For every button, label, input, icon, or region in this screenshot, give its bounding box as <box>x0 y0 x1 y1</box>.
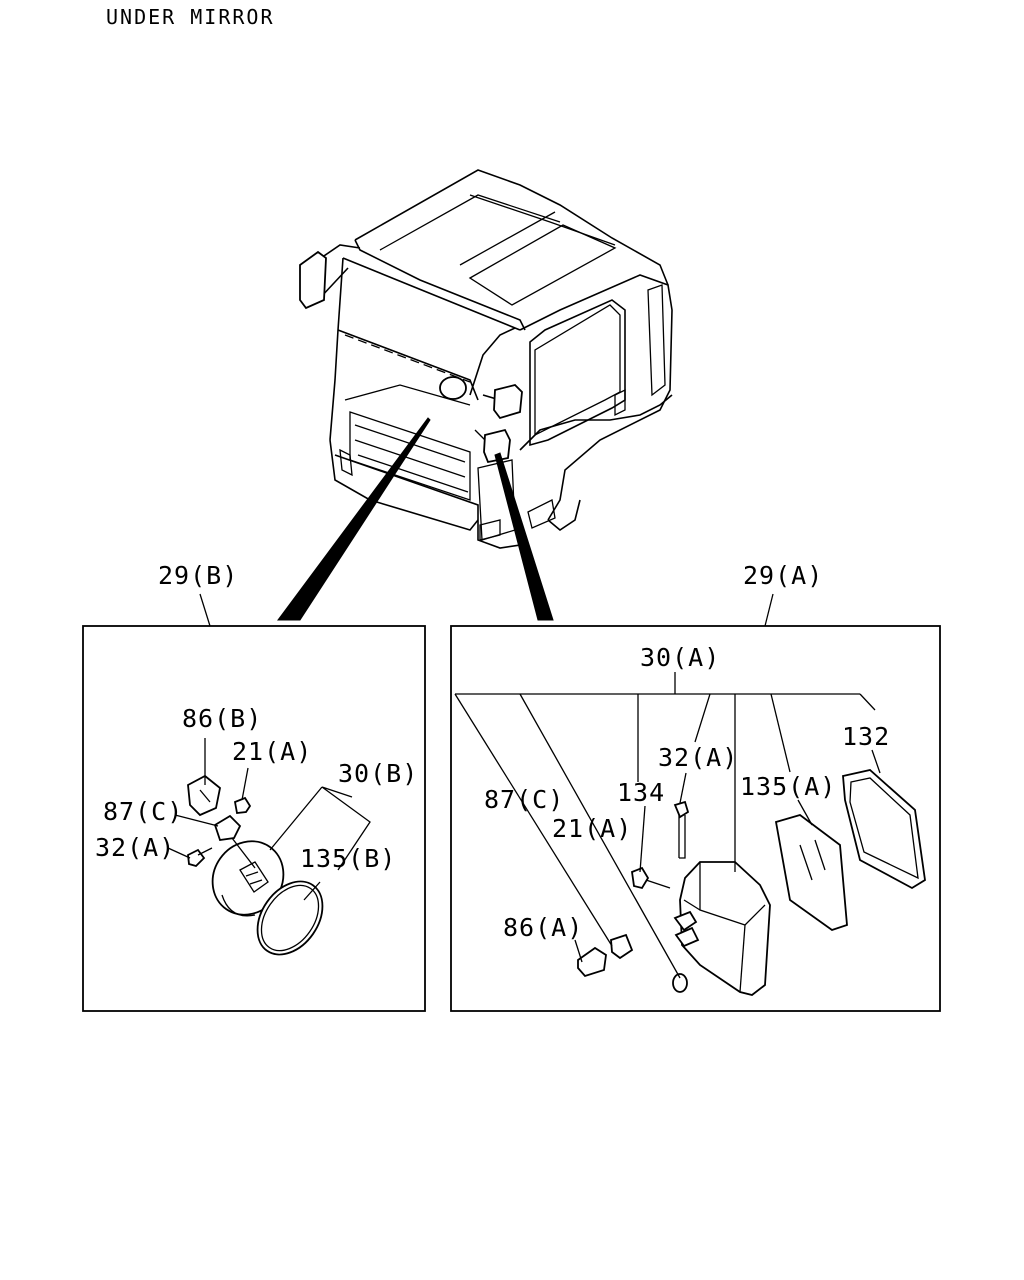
diagram-title: UNDER MIRROR <box>106 5 275 29</box>
bracket-cover-part-right <box>577 946 607 978</box>
label-32a-right: 32(A) <box>658 743 738 772</box>
nut-part-right <box>672 973 688 993</box>
label-135a: 135(A) <box>740 772 836 801</box>
clamp-part-right <box>610 933 634 960</box>
nut-part <box>233 796 252 814</box>
clamp-part <box>213 814 242 841</box>
label-86a: 86(A) <box>503 913 583 942</box>
label-30b: 30(B) <box>338 759 418 788</box>
right-detail-box: 29(A) <box>450 561 941 1012</box>
ref-29a: 29(A) <box>743 561 823 590</box>
label-32a-left: 32(A) <box>95 833 175 862</box>
label-135b: 135(B) <box>300 844 396 873</box>
label-86b: 86(B) <box>182 704 262 733</box>
label-21a-right: 21(A) <box>552 814 632 843</box>
bolt-part <box>187 848 206 868</box>
label-30a: 30(A) <box>640 643 720 672</box>
round-mirror-part <box>211 840 285 917</box>
label-132: 132 <box>842 722 890 751</box>
mirror-frame-part <box>842 769 926 890</box>
left-detail-box: 29(B) 86(B) 21(A) 30(B) 87(C) <box>82 561 426 1012</box>
truck-cab-illustration <box>277 169 673 621</box>
label-21a-left: 21(A) <box>232 737 312 766</box>
ref-29b: 29(B) <box>158 561 238 590</box>
rect-mirror-part <box>679 861 771 996</box>
label-87c-left: 87(C) <box>103 797 183 826</box>
mirror-glass-rect <box>774 814 848 931</box>
label-134: 134 <box>617 778 665 807</box>
label-87c-right: 87(C) <box>484 785 564 814</box>
